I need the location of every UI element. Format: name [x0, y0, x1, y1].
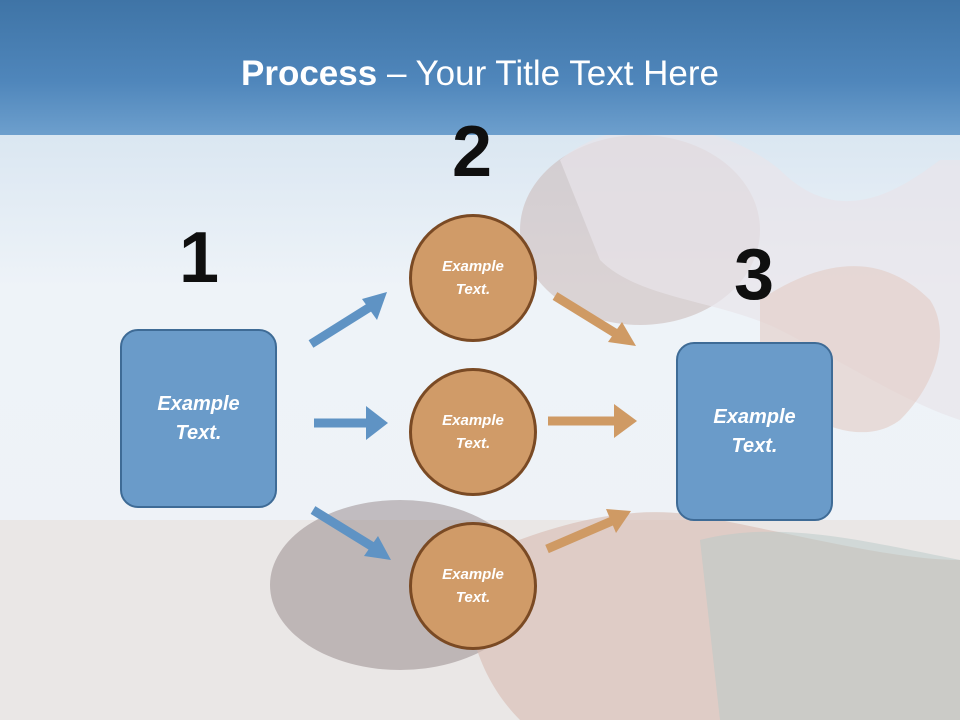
arrow-left-to-middle	[314, 406, 388, 440]
arrow-left-to-top	[308, 292, 387, 348]
arrow-top-to-right	[552, 292, 636, 346]
circle-bottom-text: Example Text.	[442, 566, 504, 606]
arrow-bottom-to-right	[545, 509, 631, 554]
process-circle-top: Example Text.	[409, 214, 537, 342]
step-number-1: 1	[178, 218, 220, 298]
arrow-middle-to-right	[548, 404, 637, 438]
process-circle-middle: Example Text.	[409, 368, 537, 496]
step-number-2: 2	[451, 112, 493, 192]
title-banner	[0, 0, 960, 135]
slide-title: Process – Your Title Text Here	[0, 52, 960, 96]
left-process-box: Example Text.	[120, 329, 277, 508]
right-process-box: Example Text.	[676, 342, 833, 521]
circle-middle-text: Example Text.	[442, 412, 504, 452]
step-number-3: 3	[733, 235, 775, 315]
arrow-left-to-bottom	[310, 506, 391, 560]
circle-top-text: Example Text.	[442, 258, 504, 298]
right-box-text: Example Text.	[713, 405, 796, 457]
title-rest-part: – Your Title Text Here	[377, 54, 719, 93]
left-box-text: Example Text.	[157, 392, 240, 444]
title-bold-part: Process	[241, 54, 378, 93]
process-circle-bottom: Example Text.	[409, 522, 537, 650]
